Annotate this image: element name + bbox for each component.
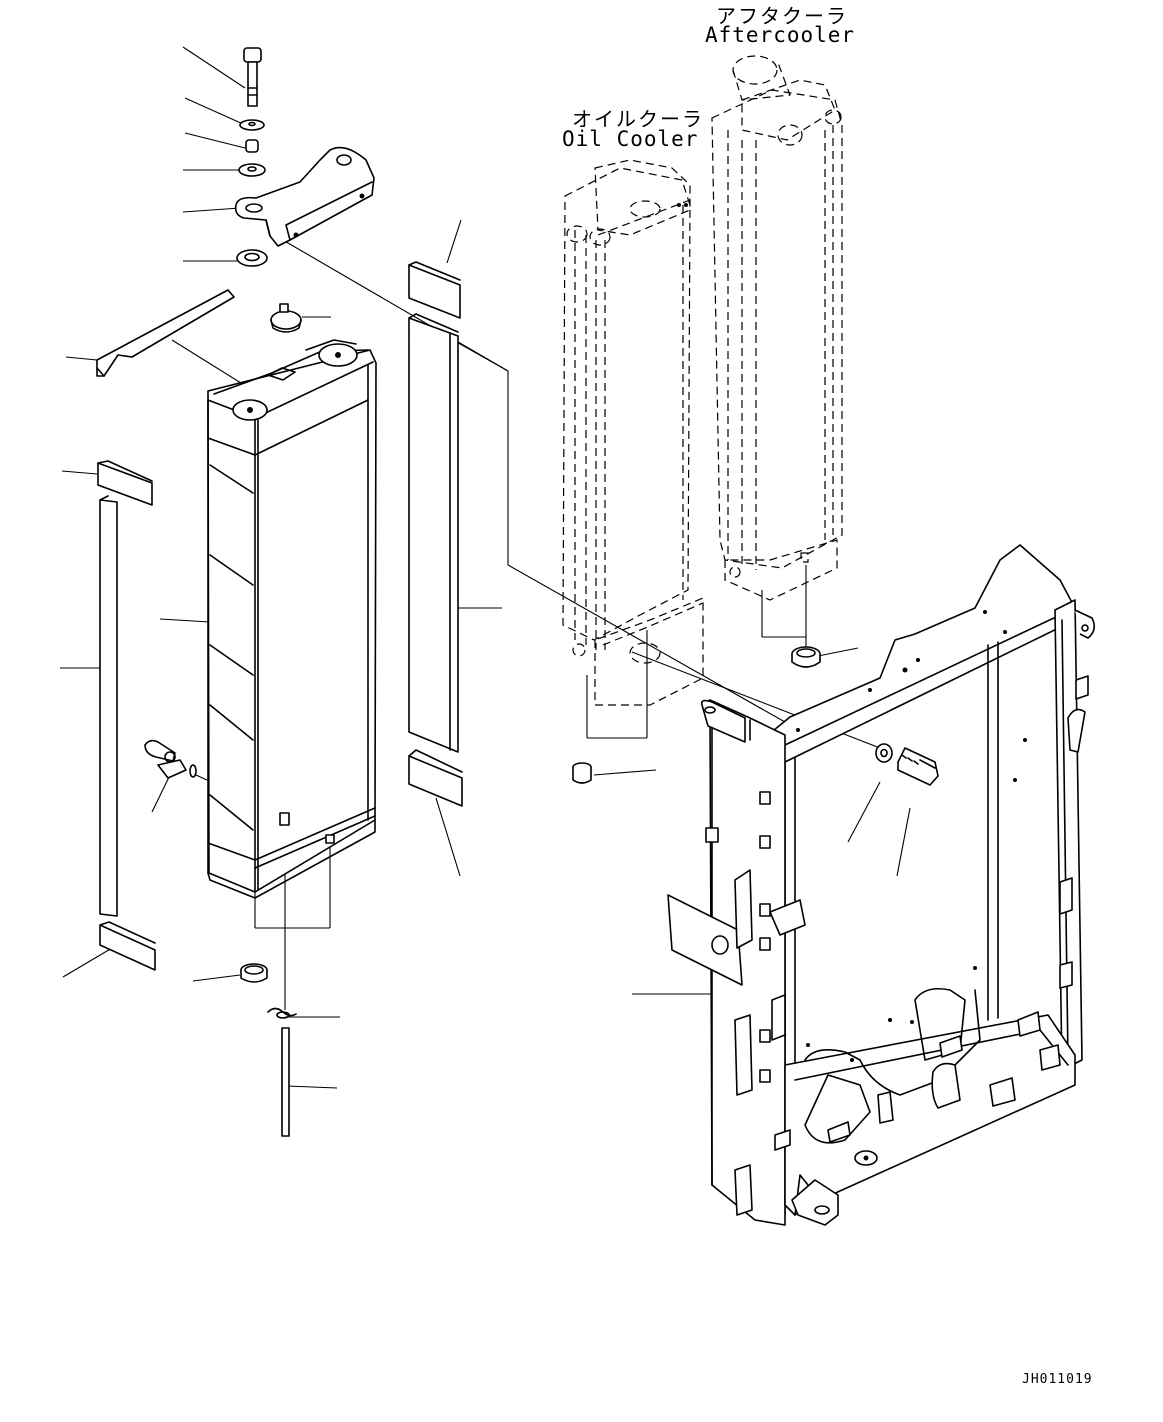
- aftercooler-japanese-label: アフタクーラ: [716, 4, 848, 28]
- oil-cooler-core: [562, 159, 704, 706]
- aftercooler-label: Aftercooler: [705, 23, 856, 47]
- left-seal-pads: [97, 460, 156, 971]
- radiator-core: [207, 339, 377, 899]
- drain-valve: [144, 739, 197, 779]
- frame-washer-bolt: [875, 743, 939, 786]
- mounting-bolt-stack: [236, 47, 268, 267]
- upper-seal-strip: [96, 289, 235, 377]
- radiator-guard-frame: [667, 544, 1096, 1226]
- oil-cooler-japanese-label: オイルクーラ: [572, 107, 704, 131]
- oil-cooler-label: Oil Cooler: [562, 127, 699, 151]
- aftercooler-plug: [791, 646, 821, 668]
- radiator-cap: [270, 303, 302, 333]
- oil-cooler-plug: [572, 762, 592, 784]
- clip-and-rod: [267, 1007, 297, 1137]
- bottom-plug: [240, 963, 268, 983]
- aftercooler-core: [711, 55, 843, 601]
- upper-bracket: [234, 146, 375, 247]
- center-seal-pads: [408, 261, 463, 807]
- drawing-code: JH011019: [1022, 1372, 1093, 1387]
